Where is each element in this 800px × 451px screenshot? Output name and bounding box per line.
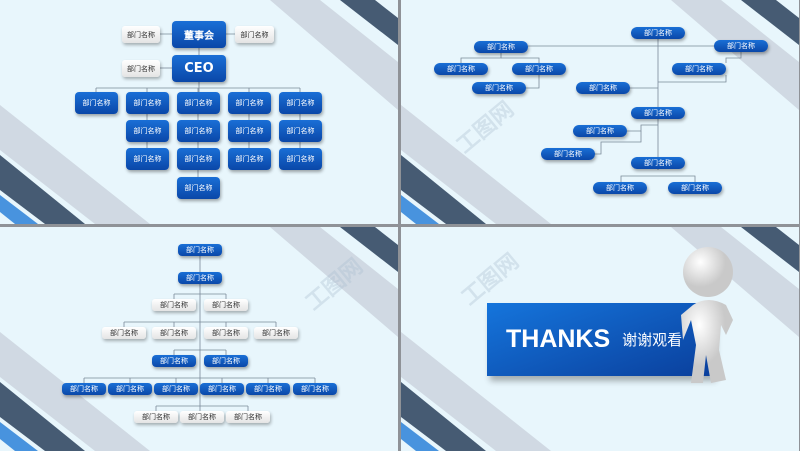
org-chart-node: 部门名称 [279,148,322,170]
org-chart-node: 董事会 [172,21,226,48]
org-chart-node: 部门名称 [541,148,595,160]
org-chart-node: 部门名称 [228,92,271,114]
decorative-stripe [671,0,799,110]
org-chart-node: 部门名称 [714,40,768,52]
thanks-banner: THANKS 谢谢观看 [487,303,713,376]
decorative-stripe [741,227,799,272]
org-chart-node: 部门名称 [593,182,647,194]
decorative-stripe [401,382,486,451]
org-chart-node: 部门名称 [474,41,528,53]
org-chart-node: 部门名称 [226,411,270,423]
org-chart-node: 部门名称 [177,148,220,170]
org-chart-node: 部门名称 [235,26,274,43]
org-chart-node: 部门名称 [126,92,169,114]
org-chart-node: 部门名称 [108,383,152,395]
slide-thumbnail-4[interactable]: 工图网 THANKS 谢谢观看 [401,227,799,451]
org-chart-node: 部门名称 [152,327,196,339]
decorative-stripe [401,422,439,451]
org-chart-node: 部门名称 [254,327,298,339]
org-chart-node: 部门名称 [576,82,630,94]
decorative-stripe [0,195,38,224]
org-chart-node: 部门名称 [122,60,160,77]
org-chart-node: 部门名称 [102,327,146,339]
slide-thumbnail-3[interactable]: 工图网 部门名称部门名称部门名称部门名称部门名称部门名称部门名称部门名称部门名称… [0,227,398,451]
org-chart-node: 部门名称 [178,272,222,284]
decorative-stripe [340,0,398,45]
connector-lines [460,39,742,182]
org-chart-node: 部门名称 [126,148,169,170]
thanks-subtitle: 谢谢观看 [622,331,683,349]
org-chart-node: 部门名称 [228,120,271,142]
org-chart-node: 部门名称 [152,299,196,311]
org-chart-node: 部门名称 [631,107,685,119]
decorative-stripe [401,332,551,451]
org-chart-node: 部门名称 [668,182,722,194]
decorative-stripes [401,0,799,224]
org-chart-node: 部门名称 [200,383,244,395]
org-chart-node: 部门名称 [177,92,220,114]
org-chart-node: 部门名称 [512,63,566,75]
decorative-stripe [340,227,398,272]
decorative-stripe [0,422,38,451]
org-chart-node: 部门名称 [152,355,196,367]
org-chart-node: 部门名称 [279,92,322,114]
org-chart-node: 部门名称 [472,82,526,94]
decorative-stripe [401,105,551,224]
org-chart-node: 部门名称 [204,355,248,367]
org-chart-node: 部门名称 [293,383,337,395]
org-chart-node: 部门名称 [177,177,220,199]
org-chart-node: 部门名称 [177,120,220,142]
org-chart-node: 部门名称 [180,411,224,423]
org-chart-node: 部门名称 [279,120,322,142]
org-chart-node: CEO [172,55,226,82]
slide-thumbnail-2[interactable]: 工图网 部门名称部门名称部门名称部门名称部门名称部门名称部门名称部门名称部门名称… [401,0,799,224]
org-chart-node: 部门名称 [75,92,118,114]
decorative-stripe [741,0,799,45]
org-chart-node: 部门名称 [246,383,290,395]
thanks-title: THANKS [506,325,611,353]
decorative-stripe [270,0,398,110]
org-chart-node: 部门名称 [228,148,271,170]
org-chart-node: 部门名称 [178,244,222,256]
3d-figure-illustration [681,247,733,383]
org-chart-node: 部门名称 [204,327,248,339]
org-chart-node: 部门名称 [631,27,685,39]
decorative-stripe [401,195,439,224]
org-chart-node: 部门名称 [154,383,198,395]
org-chart-node: 部门名称 [134,411,178,423]
decorative-stripe [0,382,85,451]
org-chart-node: 部门名称 [672,63,726,75]
decorative-stripe [401,155,486,224]
org-chart-node: 部门名称 [62,383,106,395]
org-chart-node: 部门名称 [434,63,488,75]
decorative-stripe [0,105,150,224]
org-chart-node: 部门名称 [122,26,160,43]
decorative-stripe [270,227,398,337]
org-chart-node: 部门名称 [204,299,248,311]
decorative-stripe [0,155,85,224]
decorative-stripes [0,0,398,224]
org-chart-node: 部门名称 [573,125,627,137]
org-chart-node: 部门名称 [126,120,169,142]
org-chart-node: 部门名称 [631,157,685,169]
